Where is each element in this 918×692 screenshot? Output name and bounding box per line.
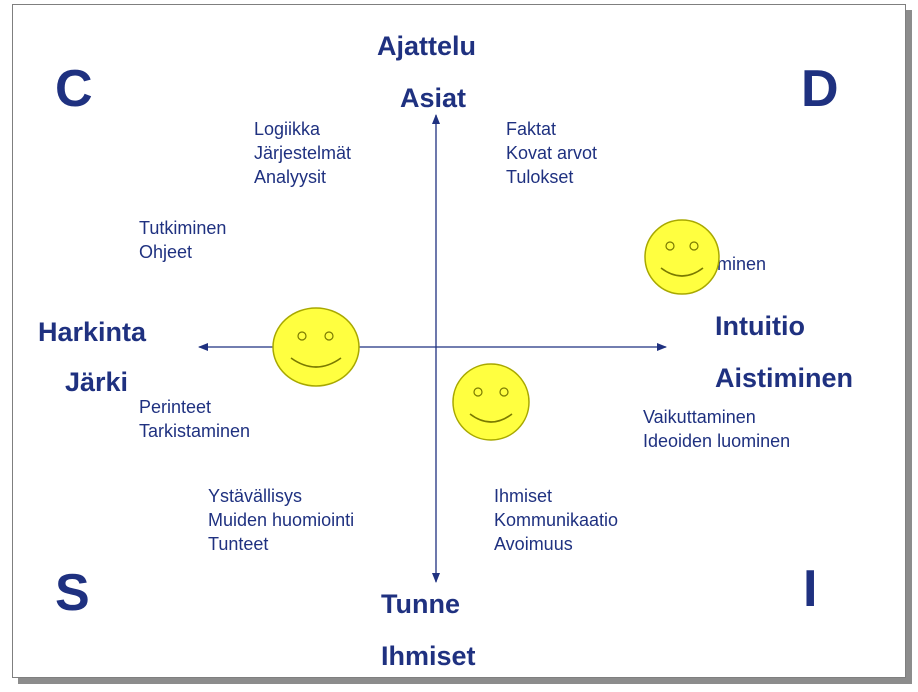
list-i-mid: Vaikuttaminen Ideoiden luominen	[643, 405, 790, 453]
axis-label-bottom-1: Tunne	[381, 589, 460, 619]
list-item: Tarkistaminen	[139, 421, 251, 441]
slide: C D S I Ajattelu Asiat Tunne Ihmiset Har…	[12, 4, 906, 678]
list-c-top: Logiikka Järjestelmät Analyysit	[254, 117, 351, 189]
list-item: Tulokset	[506, 167, 574, 187]
quadrant-letter-s: S	[55, 564, 90, 622]
smiley-face-icon	[644, 219, 720, 295]
axis-label-right-2: Aistiminen	[715, 363, 854, 393]
list-i-bottom: Ihmiset Kommunikaatio Avoimuus	[494, 484, 618, 556]
list-item: Kommunikaatio	[494, 510, 619, 530]
axis-label-top-2: Asiat	[400, 83, 467, 113]
list-s-bottom: Ystävällisys Muiden huomiointi Tunteet	[208, 484, 354, 556]
list-item: Ohjeet	[139, 242, 193, 262]
smiley-face-icon	[272, 307, 360, 387]
list-item: Vaikuttaminen	[643, 407, 756, 427]
list-item: Järjestelmät	[254, 143, 352, 163]
smiley-face-icon	[452, 363, 530, 441]
list-d-mid: minen	[717, 252, 766, 276]
list-item: Tutkiminen	[139, 218, 227, 238]
list-item: Perinteet	[139, 397, 212, 417]
list-item: Faktat	[506, 119, 557, 139]
list-item: Logiikka	[254, 119, 321, 139]
quadrant-letter-c: C	[55, 60, 93, 118]
list-item: minen	[717, 254, 767, 274]
list-item: Ystävällisys	[208, 486, 303, 506]
axis-label-left-2: Järki	[65, 367, 129, 397]
axis-label-left-1: Harkinta	[38, 317, 147, 347]
quadrant-letter-i: I	[803, 560, 818, 618]
list-s-mid: Perinteet Tarkistaminen	[139, 395, 250, 443]
axis-label-top-1: Ajattelu	[377, 31, 477, 61]
axis-label-right-1: Intuitio	[715, 311, 805, 341]
quadrant-letter-d: D	[801, 60, 839, 118]
list-item: Avoimuus	[494, 534, 573, 554]
list-item: Kovat arvot	[506, 143, 598, 163]
list-item: Analyysit	[254, 167, 327, 187]
list-item: Ideoiden luominen	[643, 431, 791, 451]
list-item: Muiden huomiointi	[208, 510, 355, 530]
list-item: Tunteet	[208, 534, 269, 554]
list-item: Ihmiset	[494, 486, 553, 506]
list-d-top: Faktat Kovat arvot Tulokset	[506, 117, 597, 189]
list-c-mid: Tutkiminen Ohjeet	[139, 216, 226, 264]
axis-label-bottom-2: Ihmiset	[381, 641, 476, 671]
